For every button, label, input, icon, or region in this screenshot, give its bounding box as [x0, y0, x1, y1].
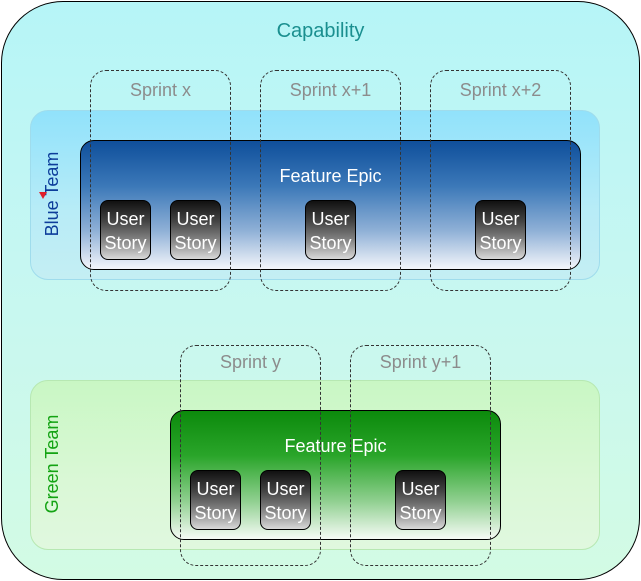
sprint-x-box: [90, 70, 231, 291]
user-story-line1: User: [176, 209, 215, 229]
green-user-story-3: User Story: [395, 470, 446, 530]
green-user-story-1: User Story: [190, 470, 241, 530]
capability-title: Capability: [276, 20, 365, 42]
user-story-line2: Story: [104, 233, 147, 253]
sprint-y-label: Sprint y: [219, 352, 282, 372]
sprint-x2-box: [430, 70, 571, 291]
user-story-line1: User: [106, 209, 145, 229]
red-marker-icon: [39, 192, 47, 199]
green-feature-epic-title: Feature Epic: [284, 436, 387, 456]
sprint-y1-box: [350, 345, 491, 566]
user-story-line2: Story: [399, 503, 442, 523]
blue-user-story-3: User Story: [305, 200, 356, 260]
user-story-line1: User: [266, 479, 305, 499]
user-story-line2: Story: [479, 233, 522, 253]
user-story-line1: User: [481, 209, 520, 229]
blue-user-story-4: User Story: [475, 200, 526, 260]
sprint-x-label: Sprint x: [129, 80, 192, 100]
sprint-y1-label: Sprint y+1: [379, 352, 462, 372]
blue-user-story-1: User Story: [100, 200, 151, 260]
sprint-x1-box: [260, 70, 401, 291]
user-story-line1: User: [196, 479, 235, 499]
green-team-label: Green Team: [42, 414, 62, 514]
user-story-line1: User: [311, 209, 350, 229]
user-story-line2: Story: [264, 503, 307, 523]
user-story-line1: User: [401, 479, 440, 499]
sprint-x1-label: Sprint x+1: [289, 80, 372, 100]
user-story-line2: Story: [194, 503, 237, 523]
blue-feature-epic-title: Feature Epic: [279, 166, 382, 186]
blue-user-story-2: User Story: [170, 200, 221, 260]
user-story-line2: Story: [174, 233, 217, 253]
sprint-y-box: [180, 345, 321, 566]
user-story-line2: Story: [309, 233, 352, 253]
sprint-x2-label: Sprint x+2: [459, 80, 542, 100]
green-user-story-2: User Story: [260, 470, 311, 530]
